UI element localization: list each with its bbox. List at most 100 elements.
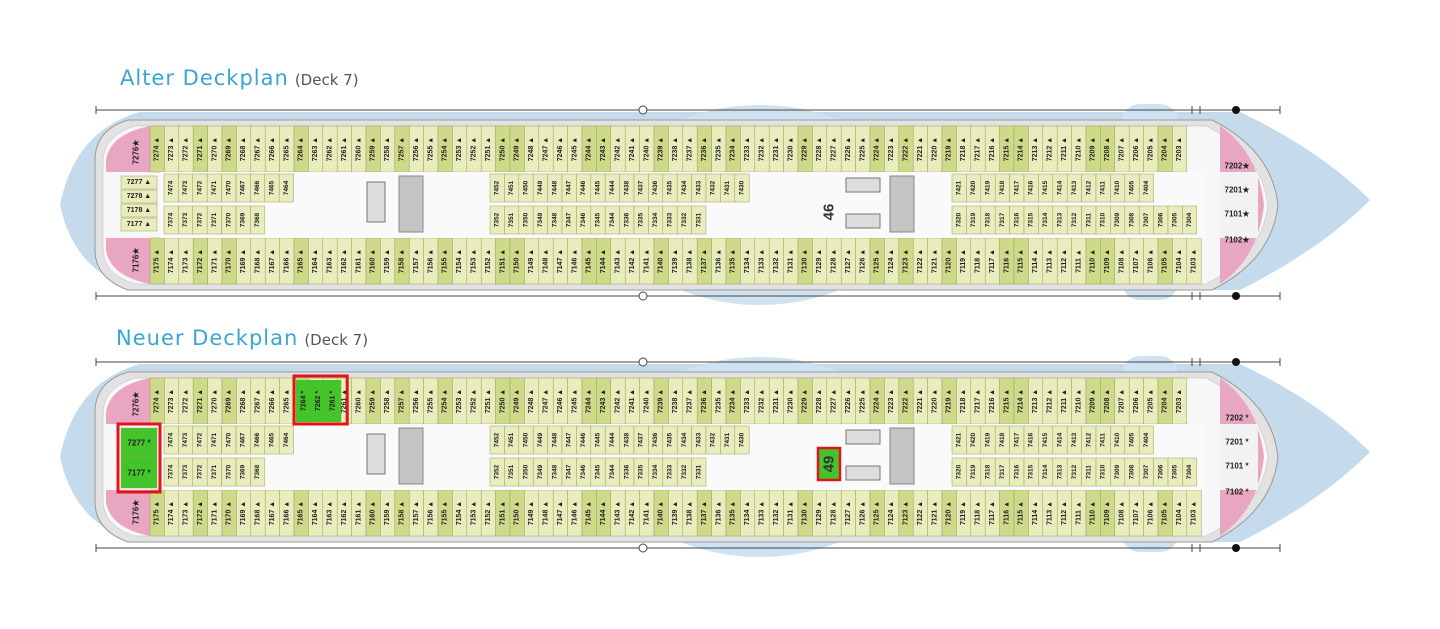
cabin-label: 7472 <box>197 432 204 447</box>
cabin-label: 7130 ▲ <box>802 501 809 525</box>
cabin-label: 7419 <box>985 180 992 195</box>
cabin-label: 7135 ▲ <box>730 249 737 273</box>
cabin-label: 7111 ▲ <box>1075 501 1082 525</box>
cabin-label: 7168 ▲ <box>255 249 262 273</box>
cabin-label: 7417 <box>1013 180 1020 195</box>
cabin-label: 7310 <box>1100 212 1107 227</box>
cabin-label: 7151 ▲ <box>499 501 506 525</box>
cabin-label: 7260 ▲ <box>355 137 362 161</box>
cabin-cell-highlight <box>296 380 313 422</box>
cabin-label: 7169 ▲ <box>240 501 247 525</box>
cabin-label: 7110 ▲ <box>1090 501 1097 525</box>
cabin-label: 7229 ▲ <box>802 137 809 161</box>
change-highlight <box>816 446 842 482</box>
cabin-label: 7449 <box>537 432 544 447</box>
cabin-label: 7242 ▲ <box>615 389 622 413</box>
cabin-label: 7131 ▲ <box>787 501 794 525</box>
cabin-label: 7126 ▲ <box>859 249 866 273</box>
cabin-label: 7113 ▲ <box>1047 501 1054 525</box>
cabin-label: 7121 ▲ <box>931 501 938 525</box>
cabin-label: 7249 ▲ <box>514 137 521 161</box>
cabin-label: 7246 ▲ <box>557 137 564 161</box>
cabin-label: 7122 ▲ <box>917 249 924 273</box>
cabin-label: 7418 <box>999 432 1006 447</box>
cabin-label: 7370 <box>225 212 232 227</box>
cabin-label: 7150 ▲ <box>514 249 521 273</box>
cabin-label: 7103 ▲ <box>1191 501 1198 525</box>
cabin-label: 7127 ▲ <box>845 249 852 273</box>
cabin-label: 7119 ▲ <box>960 501 967 525</box>
cabin-label: 7466 <box>254 432 261 447</box>
stern-suite <box>106 238 150 284</box>
cabin-label: 7116 ▲ <box>1003 501 1010 525</box>
cabin-label: 7438 <box>623 432 630 447</box>
cabin-label: 7405 <box>1129 180 1136 195</box>
cabin-label: 7234 ▲ <box>730 137 737 161</box>
cabin-label: 7250 ▲ <box>499 137 506 161</box>
cabin-label: 7450 <box>523 180 530 195</box>
cabin-label: 7464 <box>283 432 290 447</box>
cabin-label: 7432 <box>710 180 717 195</box>
cabin-label: 7334 <box>652 212 659 227</box>
cabin-label: 7451 <box>508 432 515 447</box>
cabin-label: 7332 <box>681 212 688 227</box>
cabin-label: 7145 ▲ <box>586 501 593 525</box>
bow-suite-label: 7201★ <box>1225 186 1251 195</box>
cabin-label: 7474 <box>168 432 175 447</box>
cabin-label: 7107 ▲ <box>1133 249 1140 273</box>
cabin-label: 7374 <box>168 464 175 479</box>
cabin-label: 7316 <box>1013 464 1020 479</box>
cabin-label: 7349 <box>537 212 544 227</box>
mid-section-label: 49 <box>821 456 838 473</box>
cabin-cell <box>120 427 158 459</box>
cabin-label: 7430 <box>739 180 746 195</box>
cabin-label: 7120 ▲ <box>946 249 953 273</box>
cabin-label: 7238 ▲ <box>672 389 679 413</box>
cabin-label: 7228 ▲ <box>816 389 823 413</box>
cabin-label: 7319 <box>970 464 977 479</box>
cabin-label: 7117 ▲ <box>989 249 996 273</box>
cabin-label: 7331 <box>695 464 702 479</box>
cabin-label: 7254 ▲ <box>442 389 449 413</box>
cabin-label: 7251 ▲ <box>485 389 492 413</box>
bow-suites <box>1220 424 1258 490</box>
midship-marker <box>638 291 648 301</box>
cabin-label: 7143 ▲ <box>615 249 622 273</box>
cabin-label: 7447 <box>566 180 573 195</box>
cabin-label: 7452 <box>494 432 501 447</box>
cabin-label: 7445 <box>595 432 602 447</box>
cabin-label: 7114 ▲ <box>1032 501 1039 525</box>
cabin-label: 7319 <box>970 212 977 227</box>
cabin-label: 7274 ▲ <box>154 137 161 161</box>
cabin-label: 7119 ▲ <box>960 249 967 273</box>
cabin-label: 7446 <box>580 432 587 447</box>
cabin-label: 7421 <box>956 432 963 447</box>
cabin-label: 7208 ▲ <box>1104 389 1111 413</box>
cabin-label: 7416 <box>1028 432 1035 447</box>
cabin-label: 7262 ▲ <box>327 137 334 161</box>
cabin-label: 7225 ▲ <box>859 389 866 413</box>
cabin-label: 7173 ▲ <box>183 249 190 273</box>
cabin-label: 7123 ▲ <box>903 501 910 525</box>
cabin-label: 7311 <box>1085 213 1092 227</box>
cabin-label: 7109 ▲ <box>1104 249 1111 273</box>
cabin-label: 7352 <box>494 464 501 479</box>
cabin-label: 7431 <box>724 180 731 195</box>
cabin-label: 7306 <box>1157 464 1164 479</box>
cabin-cell <box>1182 457 1198 487</box>
cabin-label: 7312 <box>1071 212 1078 227</box>
cabin-label: 7436 <box>652 432 659 447</box>
cabin-label: 7347 <box>566 464 573 479</box>
cabin-label: 7305 <box>1172 464 1179 479</box>
cabin-label: 7417 <box>1013 432 1020 447</box>
cabin-label: 7434 <box>681 432 688 447</box>
cabin-label: 7174 ▲ <box>168 249 175 273</box>
cabin-label: 7126 ▲ <box>859 501 866 525</box>
cabin-label: 7114 ▲ <box>1032 249 1039 273</box>
cabin-label: 7107 ▲ <box>1133 501 1140 525</box>
cabin-label: 7142 ▲ <box>629 501 636 525</box>
cabin-label: 7156 ▲ <box>427 501 434 525</box>
cabin-label: 7410 <box>1114 432 1121 447</box>
cabin-label: 7332 <box>681 464 688 479</box>
cabin-label: 7129 ▲ <box>816 249 823 273</box>
